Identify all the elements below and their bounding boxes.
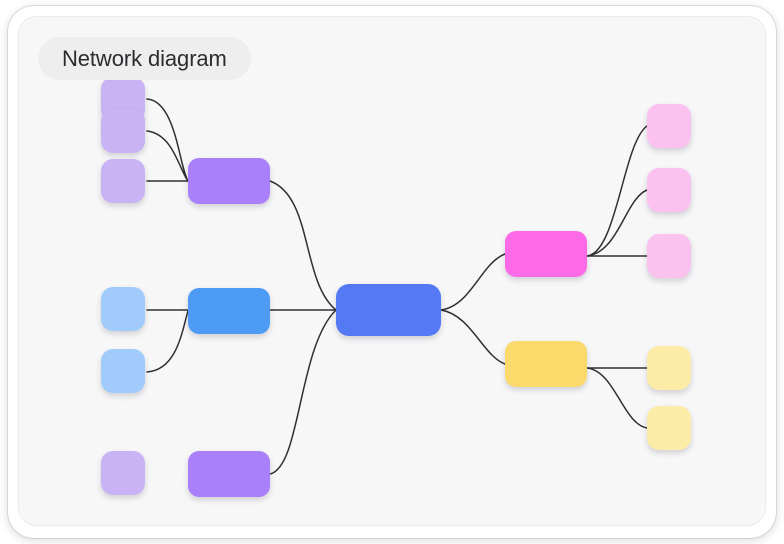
node-leaf-blue-1[interactable] — [101, 287, 145, 331]
node-mid-pink[interactable] — [505, 231, 587, 277]
node-mid-purple-top[interactable] — [188, 158, 270, 204]
page-title-label: Network diagram — [62, 45, 227, 71]
node-leaf-pink-2[interactable] — [647, 168, 691, 212]
node-leaf-purple-2[interactable] — [101, 109, 145, 153]
node-mid-blue[interactable] — [188, 288, 270, 334]
node-root[interactable] — [336, 284, 441, 336]
node-leaf-purple-4[interactable] — [101, 451, 145, 495]
node-leaf-yellow-1[interactable] — [647, 346, 691, 390]
node-leaf-purple-3[interactable] — [101, 159, 145, 203]
node-leaf-blue-2[interactable] — [101, 349, 145, 393]
page-title: Network diagram — [38, 37, 251, 80]
node-layer — [19, 17, 765, 525]
node-mid-purple-bot[interactable] — [188, 451, 270, 497]
node-leaf-pink-3[interactable] — [647, 234, 691, 278]
node-leaf-yellow-2[interactable] — [647, 406, 691, 450]
diagram-panel — [18, 16, 766, 526]
node-mid-yellow[interactable] — [505, 341, 587, 387]
node-leaf-pink-1[interactable] — [647, 104, 691, 148]
